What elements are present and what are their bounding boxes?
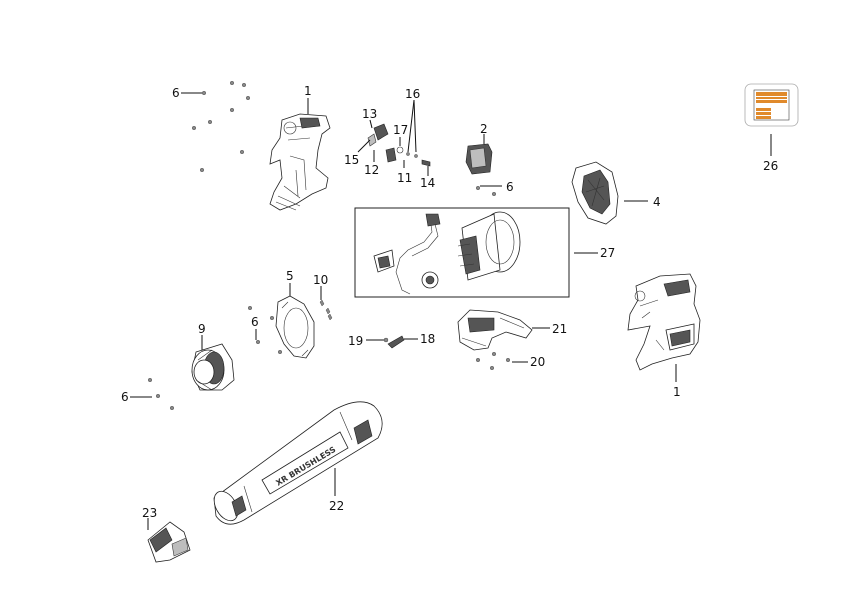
callout-4: 4 [653,195,661,209]
callout-6: 6 [251,315,259,329]
callout-18: 18 [420,332,435,346]
callout-6: 6 [506,180,514,194]
callout-13: 13 [362,107,377,121]
callout-27: 27 [600,246,615,260]
switch-cluster-parts [367,123,431,167]
callout-labels: 6 1 13 16 17 15 12 11 14 2 6 4 26 27 5 1… [121,84,778,520]
callout-2: 2 [480,122,488,136]
part-26-label-sheet [744,83,799,127]
part-5-bracket-ring [275,295,315,359]
part-22-blower-tube: XR BRUSHLESS [213,401,383,525]
callout-6: 6 [172,86,180,100]
callout-10: 10 [313,273,328,287]
part-1-housing-right [627,273,701,371]
part-1-housing-left [269,113,331,211]
callout-22: 22 [329,499,344,513]
part-21-handle [457,309,533,351]
callout-16: 16 [405,87,420,101]
callout-12: 12 [364,163,379,177]
callout-1: 1 [304,84,312,98]
pins-18-19-10 [319,299,405,349]
part-9-impeller [191,343,235,391]
callout-19: 19 [348,334,363,348]
callout-26: 26 [763,159,778,173]
part-2-latch [465,143,493,175]
callout-17: 17 [393,123,408,137]
callout-9: 9 [198,322,206,336]
callout-11: 11 [397,171,412,185]
part-23-nozzle [147,521,191,563]
callout-15: 15 [344,153,359,167]
screws [147,80,511,411]
callout-14: 14 [420,176,435,190]
callout-6: 6 [121,390,129,404]
part-4-fan-cover [571,161,619,225]
callout-20: 20 [530,355,545,369]
part-27-motor-kit [354,207,570,298]
callout-21: 21 [552,322,567,336]
callout-23: 23 [142,506,157,520]
callout-1: 1 [673,385,681,399]
leader-lines [130,92,772,530]
callout-5: 5 [286,269,294,283]
